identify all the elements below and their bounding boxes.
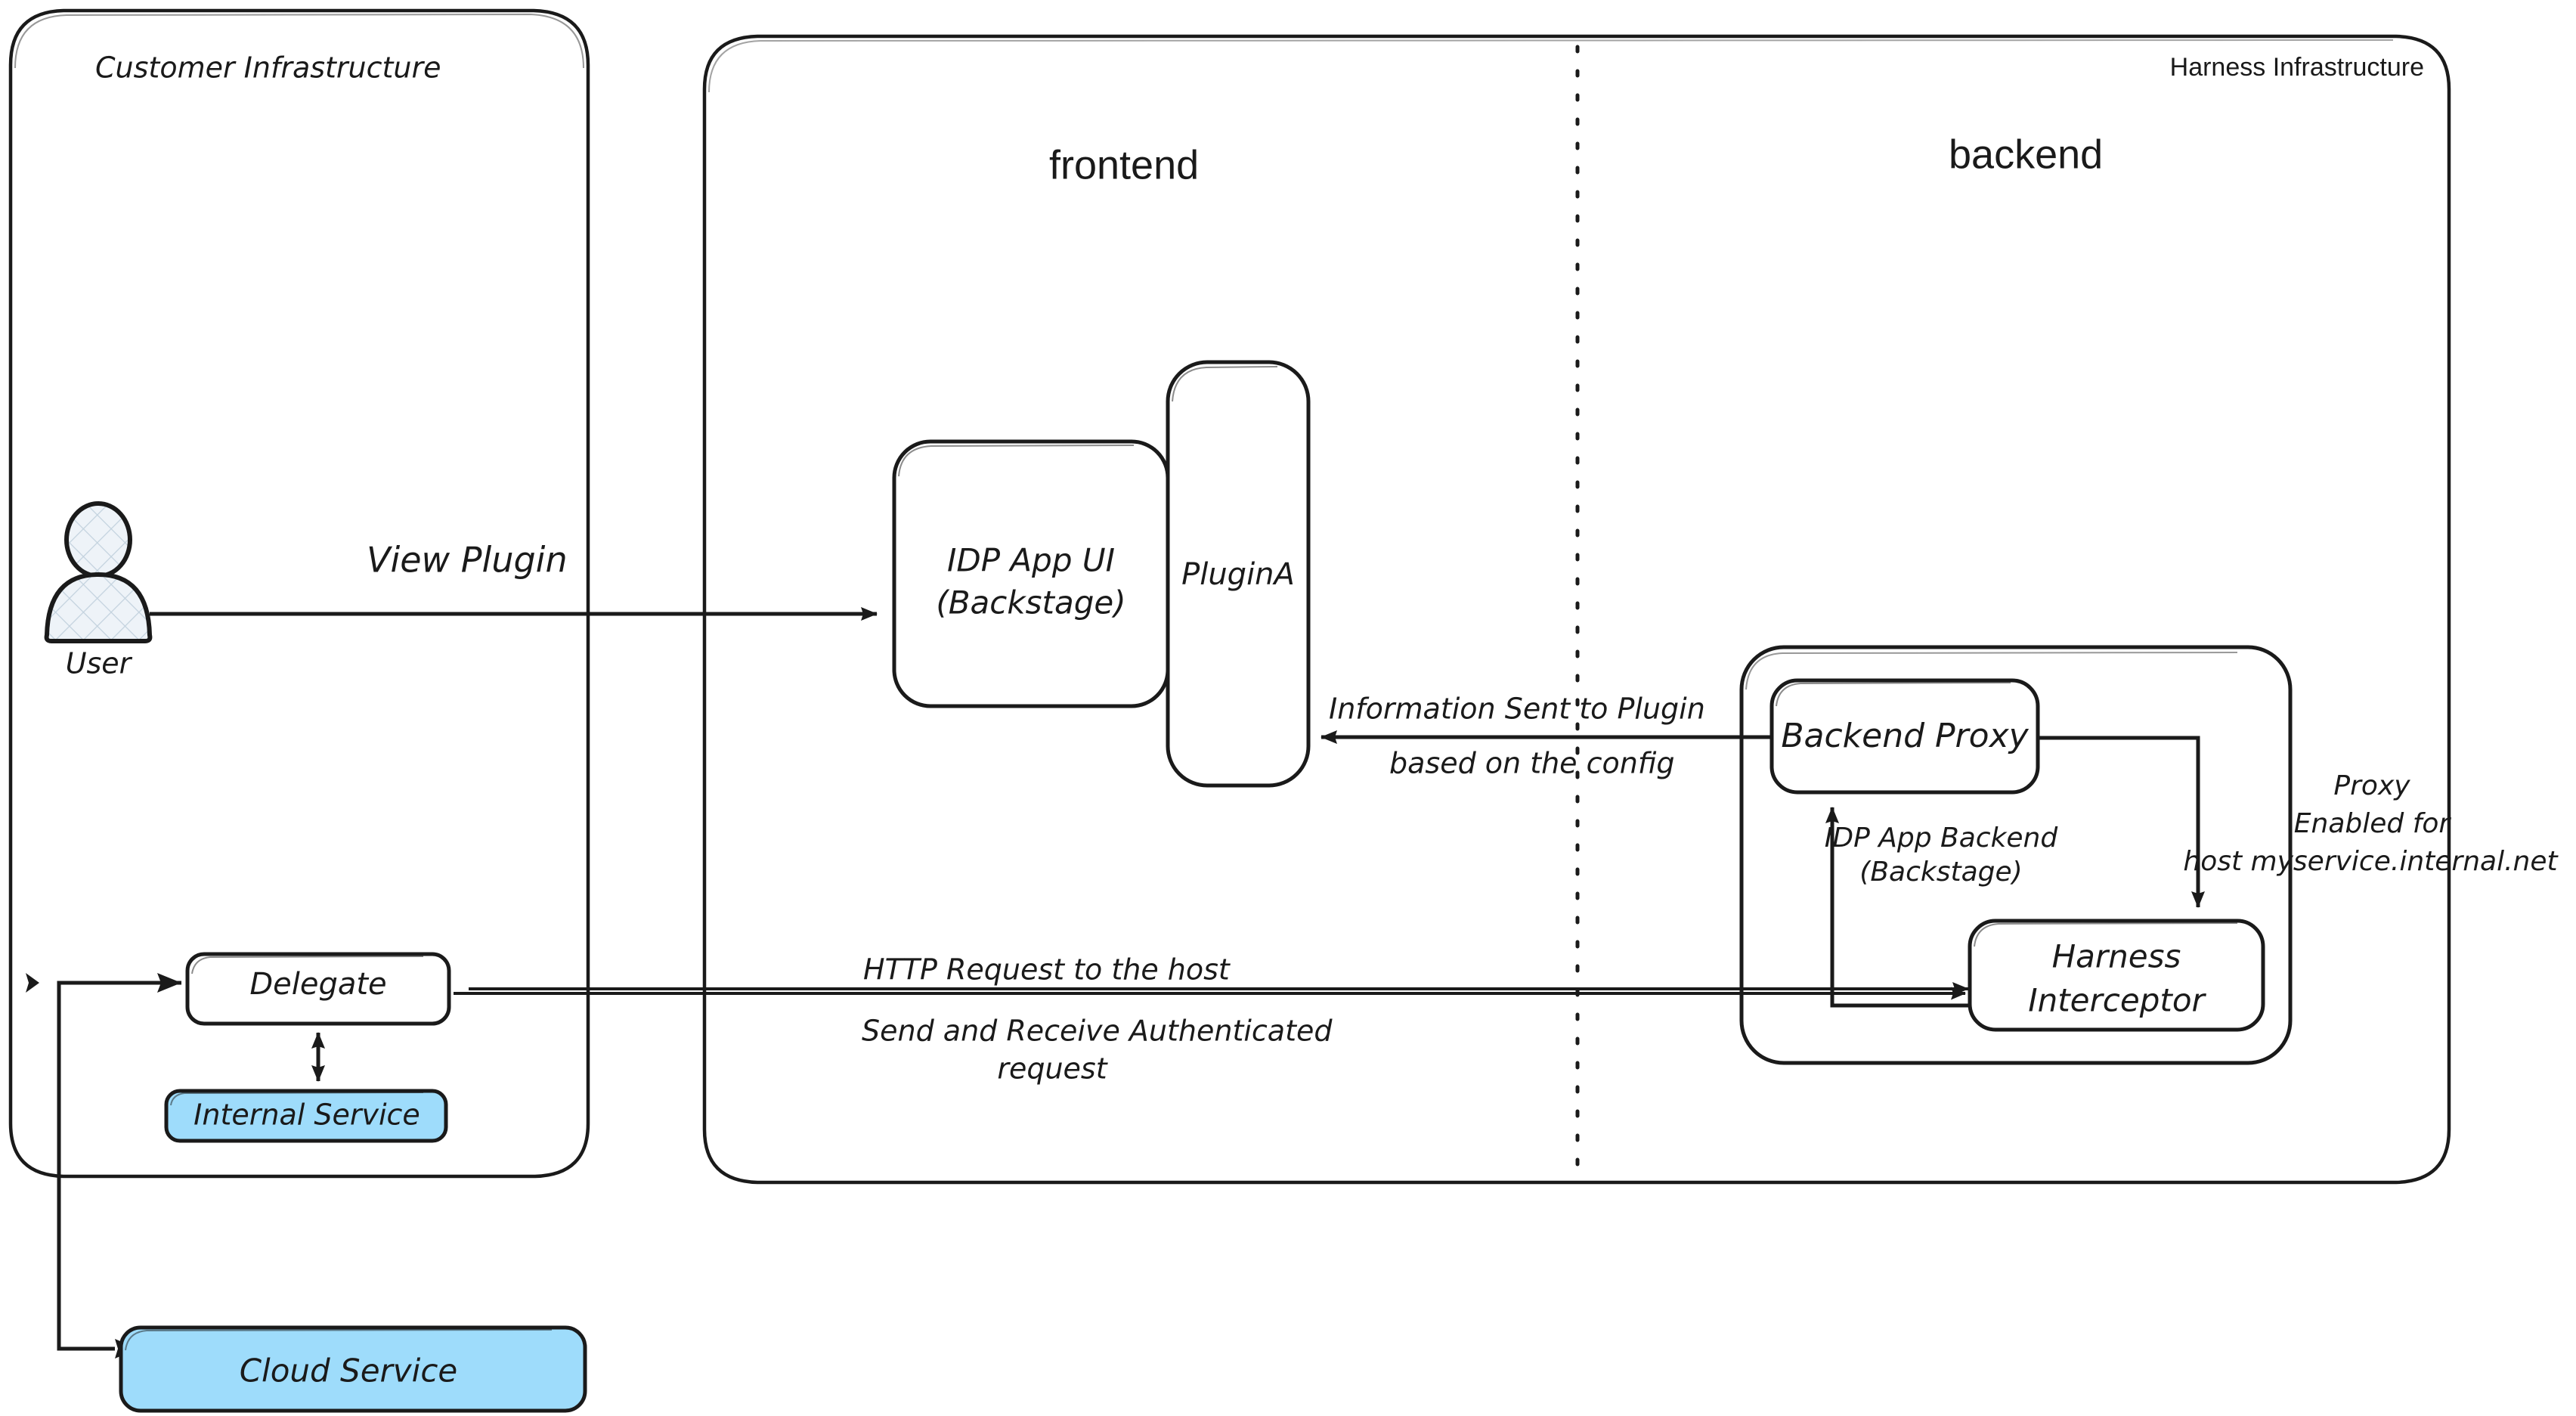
arrowhead-delegate-in (157, 973, 181, 993)
idp-app-backend-label-line1: IDP App Backend (1825, 823, 2059, 854)
backend-label: backend (1949, 132, 2103, 177)
node-delegate[interactable] (185, 952, 451, 1026)
edge-label-proxy-enabled-line1: Proxy (2333, 770, 2410, 801)
internal-service-label: Internal Service (194, 1098, 420, 1132)
edge-label-authenticated-line1: Send and Receive Authenticated (862, 1015, 1333, 1048)
node-cloud-service[interactable] (119, 1325, 587, 1413)
user-head-icon (64, 501, 132, 578)
edge-label-view-plugin: View Plugin (367, 540, 568, 581)
edge-label-http-request: HTTP Request to the host (863, 953, 1231, 987)
delegate-label: Delegate (249, 967, 386, 1002)
arrowhead-delegate-left (26, 973, 39, 993)
edge-label-proxy-enabled-line3: host myservice.internal.net (2183, 846, 2559, 877)
frontend-label: frontend (1049, 142, 1199, 187)
plugin-a-label: PluginA (1181, 557, 1295, 592)
backend-proxy-label: Backend Proxy (1781, 717, 2029, 755)
edge-label-proxy-enabled-line2: Enabled for (2294, 808, 2452, 839)
customer-infrastructure-label: Customer Infrastructure (95, 51, 441, 85)
edge-label-information-sent-line1: Information Sent to Plugin (1329, 693, 1705, 726)
edge-delegate-to-cloud-service-path (57, 981, 181, 1351)
group-harness-infrastructure (702, 34, 2451, 1185)
harness-interceptor-label-line1: Harness (2052, 938, 2181, 975)
harness-interceptor-label-line2: Interceptor (2028, 982, 2206, 1019)
user-label: User (66, 647, 133, 680)
idp-app-ui-label-line2: (Backstage) (936, 584, 1125, 621)
node-plugin-a[interactable] (1166, 360, 1311, 788)
cloud-service-label: Cloud Service (240, 1352, 458, 1390)
node-internal-service[interactable] (164, 1089, 448, 1143)
harness-infrastructure-label: Harness Infrastructure (2170, 53, 2424, 82)
user-body-icon (44, 572, 153, 643)
edge-backend-proxy-to-interceptor (2038, 736, 2205, 908)
group-customer-infrastructure (8, 8, 590, 1179)
user-actor (44, 501, 153, 643)
node-backend-proxy[interactable] (1769, 678, 2040, 795)
group-idp-app-backend (1739, 645, 2293, 1065)
node-harness-interceptor[interactable] (1968, 919, 2265, 1032)
idp-app-backend-label-line2: (Backstage) (1859, 857, 2022, 888)
edge-label-authenticated-line2: request (997, 1052, 1108, 1086)
edge-interceptor-to-backend-proxy (1825, 807, 1970, 1008)
edge-label-information-sent-line2: based on the config (1389, 747, 1675, 780)
idp-app-ui-label-line1: IDP App UI (947, 542, 1115, 579)
node-idp-app-ui[interactable] (892, 439, 1170, 708)
